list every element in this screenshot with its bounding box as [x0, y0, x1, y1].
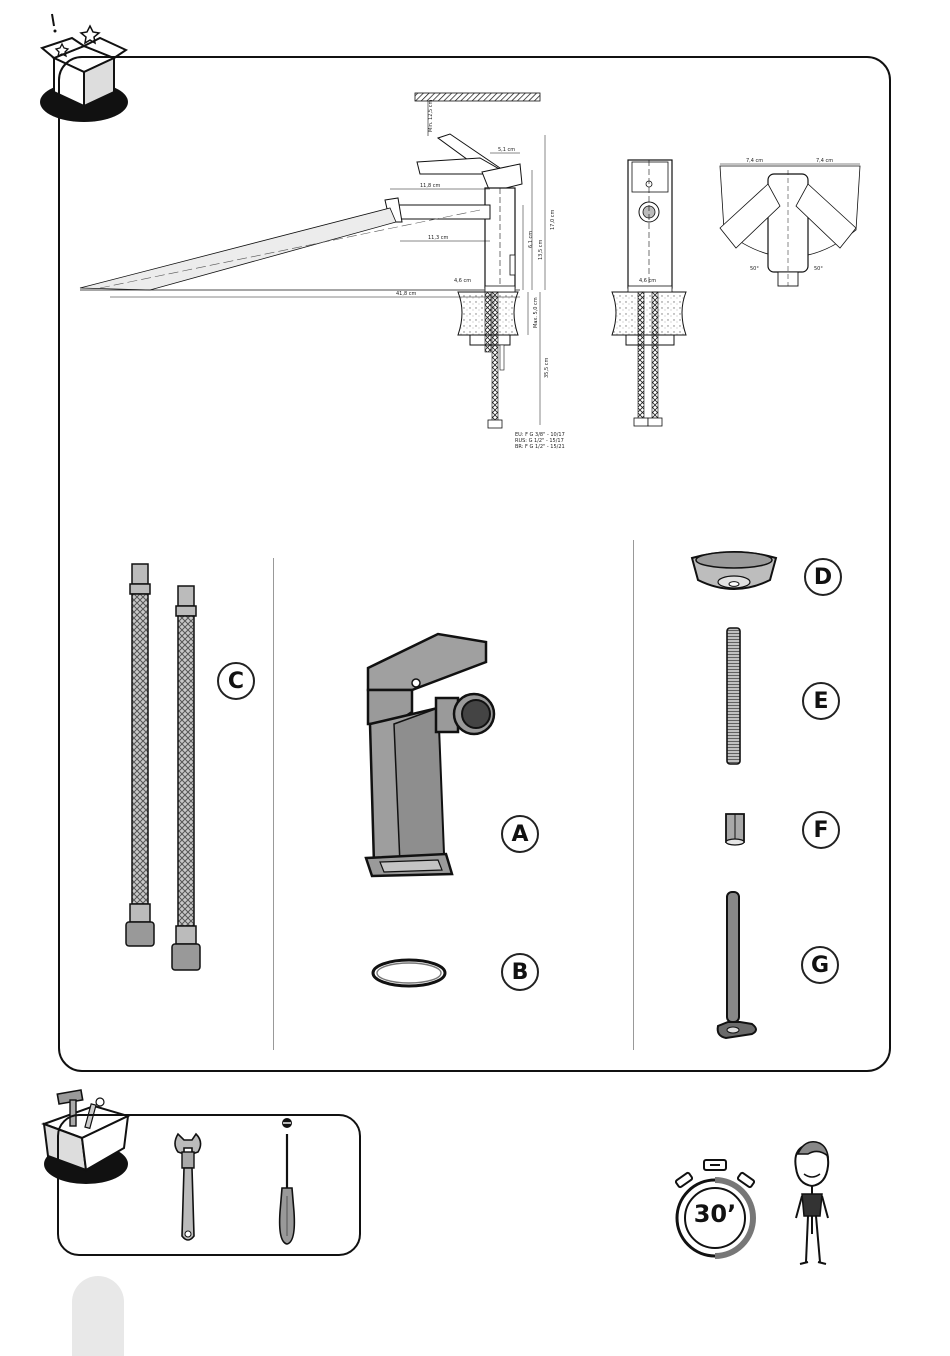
person-icon — [782, 1138, 842, 1268]
page-tab — [72, 1276, 124, 1356]
dim-angle-right: 50° — [814, 266, 823, 272]
part-label-e: E — [802, 682, 840, 720]
o-ring — [368, 955, 450, 991]
dim-lever-extension: 41,8 cm — [396, 291, 416, 297]
part-label-f: F — [802, 811, 840, 849]
divider-left — [273, 558, 274, 1050]
thread-note-3: BR: F G 1/2" - 15/21 — [515, 444, 565, 450]
timer-label: 30’ — [670, 1200, 760, 1228]
part-label-a: A — [501, 815, 539, 853]
dim-top-right-span: 7,4 cm — [816, 158, 833, 164]
dim-hose-length: 35,5 cm — [544, 358, 550, 378]
dim-top-left-span: 7,4 cm — [746, 158, 763, 164]
dim-spout-reach-upper: 11,8 cm — [420, 183, 440, 189]
assembly-key — [712, 888, 764, 1042]
mixer-body — [350, 628, 510, 880]
dim-max-deck: Max. 5,0 cm — [533, 297, 539, 328]
coupling-nut — [722, 810, 748, 850]
dim-lever-travel: 5,1 cm — [498, 147, 515, 153]
part-label-b: B — [501, 953, 539, 991]
part-label-g: G — [801, 946, 839, 984]
flexible-hoses — [110, 558, 220, 978]
technical-drawing: Min. 12,5 cm 5,1 cm 11,8 cm 11,3 cm 41,8… — [60, 60, 890, 460]
dim-base-width: 4,6 cm — [454, 278, 471, 284]
threaded-rod — [722, 626, 746, 768]
tools-panel — [57, 1114, 361, 1256]
screwdriver-icon — [272, 1116, 302, 1248]
adjustable-wrench-icon — [170, 1130, 206, 1246]
divider-right — [633, 540, 634, 1050]
stopwatch-icon: 30’ — [670, 1156, 760, 1260]
dim-body-height: 13,5 cm — [538, 240, 544, 260]
dim-outlet-height: 6,1 cm — [528, 231, 534, 248]
part-label-d: D — [804, 558, 842, 596]
part-label-c: C — [217, 662, 255, 700]
dim-side-base: 4,6 cm — [639, 278, 656, 284]
fixing-plate — [686, 548, 782, 596]
dim-spout-reach-lower: 11,3 cm — [428, 235, 448, 241]
dim-angle-left: 50° — [750, 266, 759, 272]
dim-total-height: 17,0 cm — [550, 210, 556, 230]
dim-min-clearance: Min. 12,5 cm — [428, 99, 434, 132]
